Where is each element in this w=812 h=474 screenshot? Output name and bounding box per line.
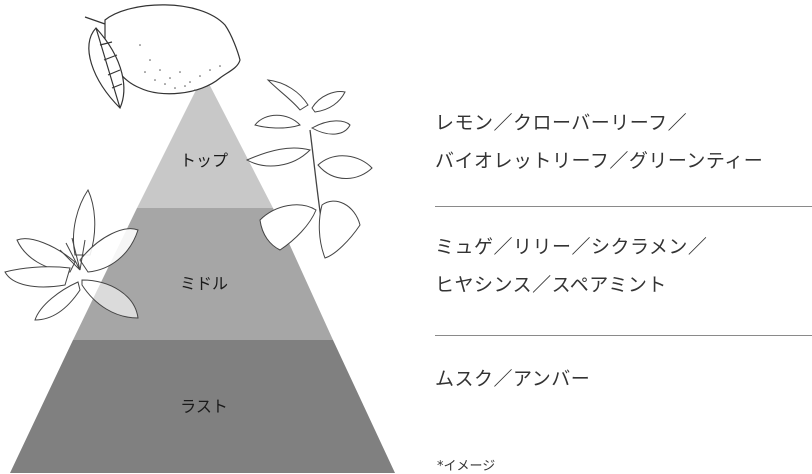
middle-notes-line1: ミュゲ／リリー／シクラメン／	[435, 236, 708, 258]
top-notes: レモン／クローバーリーフ／ バイオレットリーフ／グリーンティー	[435, 104, 763, 180]
divider-top-middle	[435, 206, 812, 207]
pyramid-tier-last	[10, 340, 395, 473]
pyramid-tier-top	[137, 74, 273, 208]
last-notes-line1: ムスク／アンバー	[435, 368, 591, 390]
middle-notes-line2: ヒヤシンス／スペアミント	[435, 274, 667, 296]
lemon-illustration	[84, 4, 241, 110]
tier-label-top: トップ	[180, 151, 228, 170]
divider-middle-last	[435, 335, 812, 336]
fragrance-pyramid: トップ ミドル ラスト	[4, 4, 395, 473]
middle-notes: ミュゲ／リリー／シクラメン／ ヒヤシンス／スペアミント	[435, 228, 707, 304]
top-notes-line2: バイオレットリーフ／グリーンティー	[435, 150, 764, 172]
last-notes: ムスク／アンバー	[435, 360, 590, 398]
lily-illustration	[4, 188, 139, 321]
tier-label-middle: ミドル	[180, 274, 228, 293]
top-notes-line1: レモン／クローバーリーフ／	[435, 112, 688, 134]
mint-illustration	[245, 79, 373, 259]
tier-label-last: ラスト	[180, 397, 228, 416]
image-footnote: *イメージ	[437, 459, 496, 474]
